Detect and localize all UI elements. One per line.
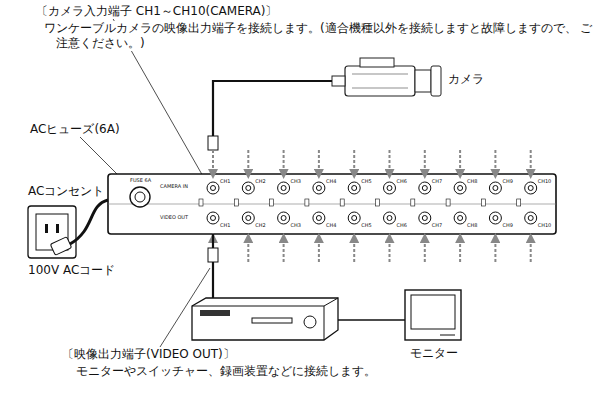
part-label: ACヒューズ(6A) <box>30 122 120 137</box>
monitor-figure <box>405 290 461 340</box>
channel-number: CH2 <box>255 178 265 184</box>
channel-number: CH1 <box>220 178 230 184</box>
part-label: カメラ <box>448 72 484 87</box>
channel-connectors <box>517 150 537 262</box>
callout-note: モニターやスイッチャー、録画装置などに接続します。 <box>76 364 376 379</box>
channel-number: CH10 <box>538 222 552 228</box>
channel-number: CH9 <box>502 222 512 228</box>
channel-connectors <box>199 150 219 262</box>
panel-text: VIDEO OUT <box>160 214 188 220</box>
channel-connectors <box>234 150 254 262</box>
bnc-plug <box>208 248 218 262</box>
channel-number: CH10 <box>538 178 552 184</box>
channel-number: CH4 <box>326 178 336 184</box>
part-label: 100V ACコード <box>28 263 115 278</box>
part-label: モニター <box>410 346 458 361</box>
recorder-figure <box>192 298 338 340</box>
ac-cord <box>70 200 108 244</box>
channel-connectors <box>481 150 501 262</box>
bnc-plug <box>208 136 218 150</box>
channel-number: CH6 <box>397 222 407 228</box>
channel-number: CH5 <box>361 222 371 228</box>
channel-connectors <box>376 150 396 262</box>
channel-number: CH1 <box>220 222 230 228</box>
callout-title: 〔カメラ入力端子 CH1～CH10(CAMERA)〕 <box>36 4 277 19</box>
channel-number: CH7 <box>432 222 442 228</box>
channel-number: CH3 <box>291 178 301 184</box>
panel-text: CAMERA IN <box>160 183 188 189</box>
video-cable <box>212 234 214 300</box>
camera-figure <box>332 58 441 96</box>
ac-plug <box>50 237 71 255</box>
callout-title: 〔映像出力端子(VIDEO OUT)〕 <box>62 347 235 362</box>
channel-number: CH2 <box>255 222 265 228</box>
channel-number: CH3 <box>291 222 301 228</box>
channel-number: CH9 <box>502 178 512 184</box>
channel-number: CH7 <box>432 178 442 184</box>
panel-text: FUSE 6A <box>130 177 151 183</box>
channel-number: CH5 <box>361 178 371 184</box>
callout-note: ワンケーブルカメラの映像出力端子を接続します。(適合機種以外を接続しますと故障し… <box>44 21 596 51</box>
channel-connectors <box>305 150 325 262</box>
ac-outlet <box>28 206 76 258</box>
channel-number: CH4 <box>326 222 336 228</box>
channel-connectors <box>270 150 290 262</box>
channel-connectors <box>340 150 360 262</box>
distributor-body <box>108 174 556 234</box>
channel-number: CH6 <box>397 178 407 184</box>
part-label: ACコンセント <box>28 184 104 199</box>
channel-number: CH8 <box>467 222 477 228</box>
channel-connectors <box>411 150 431 262</box>
monitor-cable <box>338 319 405 321</box>
camera-cable <box>213 81 332 150</box>
channel-connectors <box>446 150 466 262</box>
channel-number: CH8 <box>467 178 477 184</box>
